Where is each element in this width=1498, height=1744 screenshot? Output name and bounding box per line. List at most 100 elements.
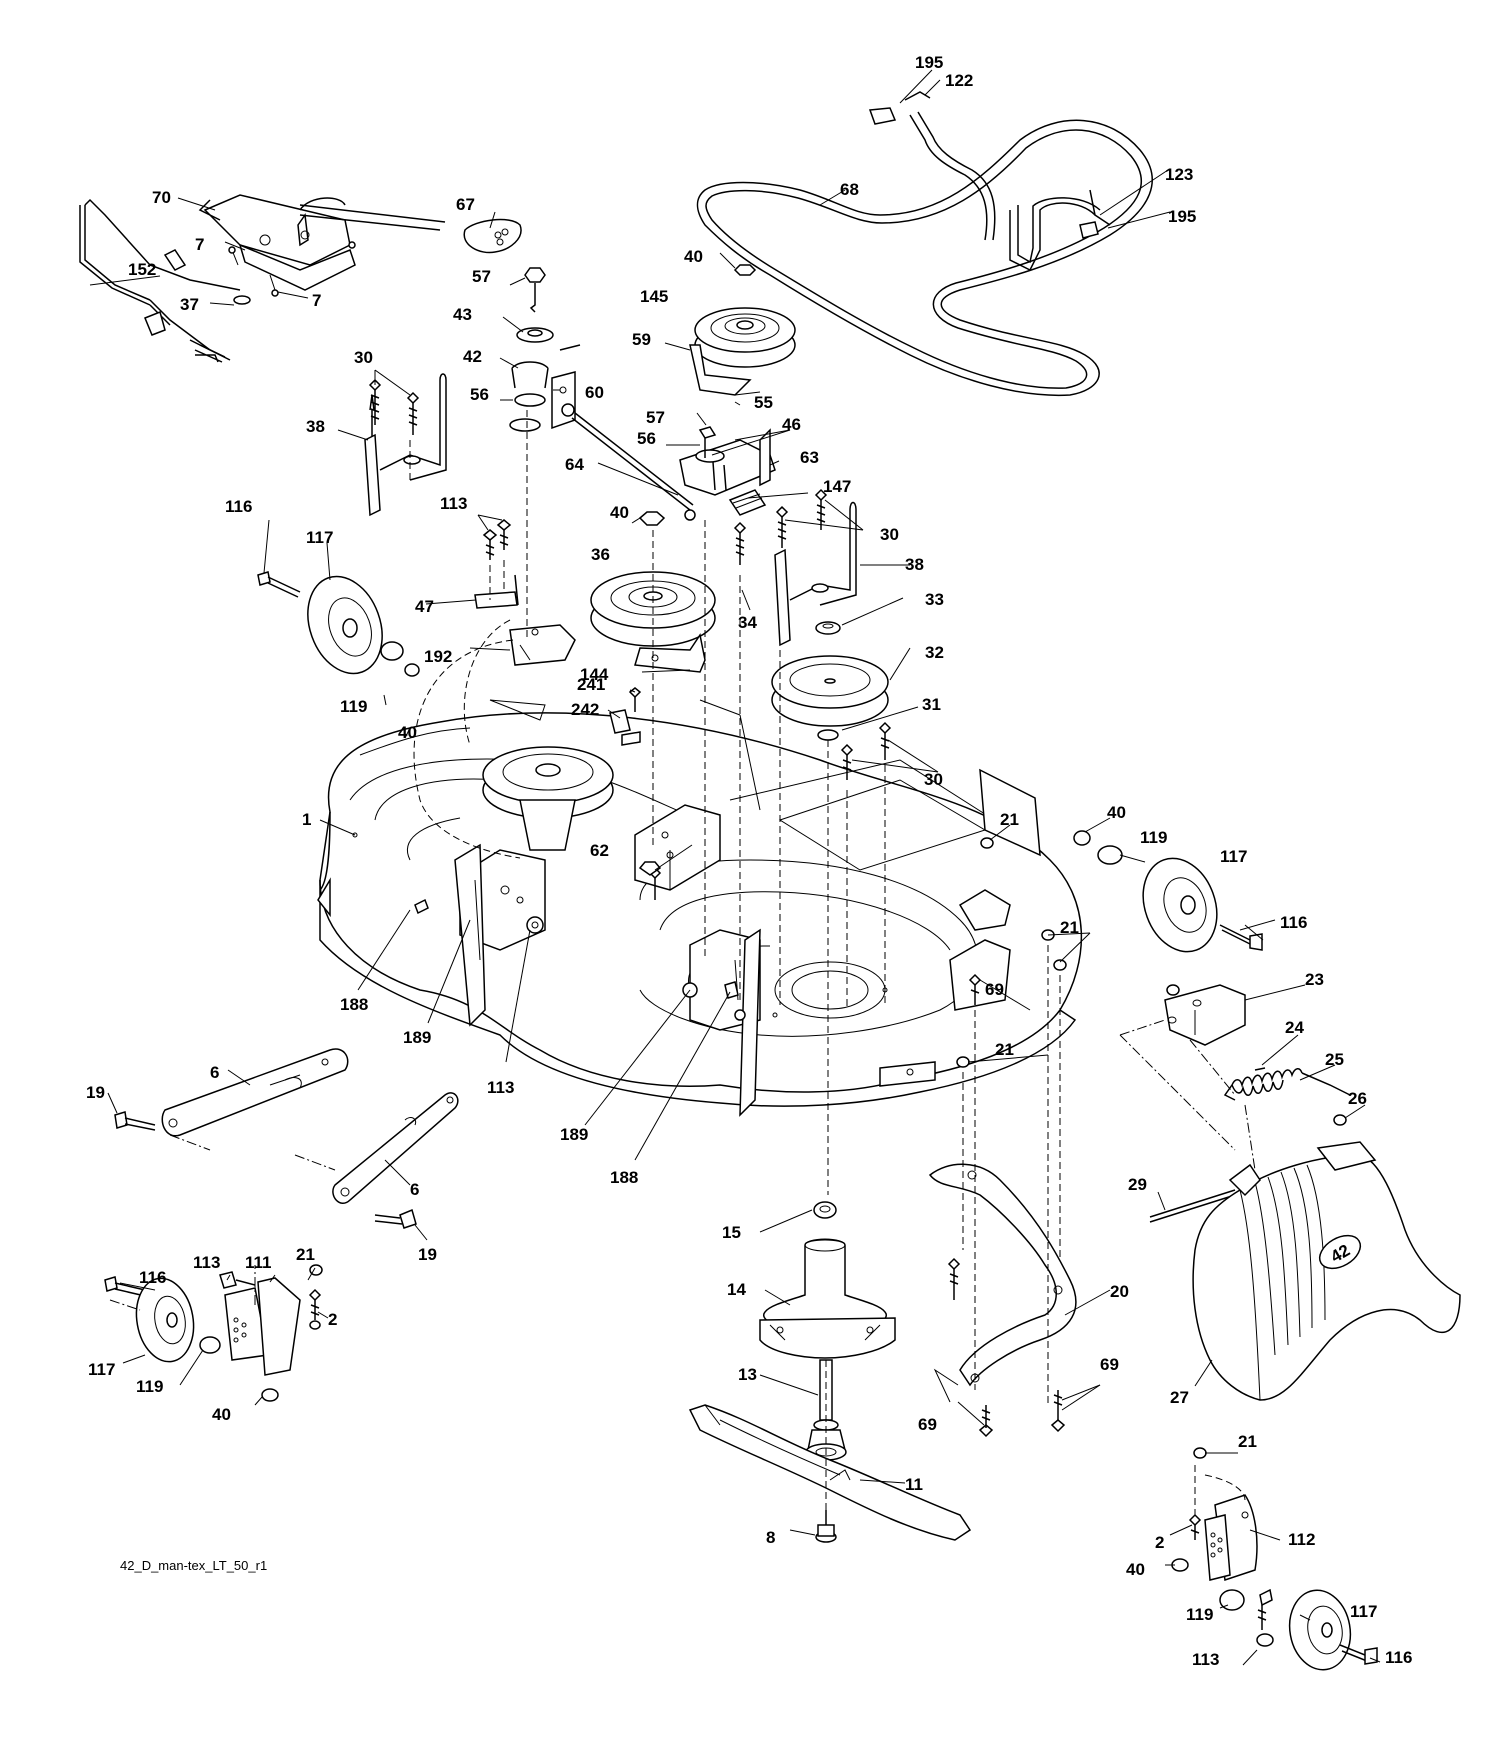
part-callout-11: 11 bbox=[905, 1475, 923, 1494]
part-callout-116: 116 bbox=[1385, 1648, 1412, 1667]
deck-spindle-pulley-left bbox=[482, 746, 614, 851]
part-callout-56: 56 bbox=[637, 429, 656, 448]
belt-guide-rods bbox=[868, 91, 1111, 272]
part-callout-40: 40 bbox=[1107, 803, 1126, 822]
part-callout-111: 111 bbox=[245, 1253, 272, 1272]
bolt-241-nut-242 bbox=[609, 687, 642, 746]
idler-arm-hardware-left bbox=[509, 267, 581, 432]
part-callout-60: 60 bbox=[585, 383, 604, 402]
deck-hanger-20 bbox=[928, 1163, 1077, 1387]
part-callout-112: 112 bbox=[1288, 1530, 1315, 1549]
part-callout-14: 14 bbox=[727, 1280, 746, 1299]
part-callout-113: 113 bbox=[193, 1253, 220, 1272]
part-callout-69: 69 bbox=[1100, 1355, 1119, 1374]
hanger-bracket-6-lower bbox=[332, 1092, 459, 1205]
part-callout-42: 42 bbox=[463, 347, 482, 366]
right-anti-scalp-bracket-38 bbox=[774, 501, 857, 647]
part-callout-25: 25 bbox=[1325, 1050, 1344, 1069]
part-callout-64: 64 bbox=[565, 455, 584, 474]
part-callout-6: 6 bbox=[410, 1180, 419, 1199]
part-callout-147: 147 bbox=[823, 477, 851, 496]
part-callout-6: 6 bbox=[210, 1063, 219, 1082]
part-callout-195: 195 bbox=[1168, 207, 1196, 226]
bracket-47-192 bbox=[474, 519, 576, 666]
part-callout-113: 113 bbox=[440, 494, 467, 513]
idler-arm-63 bbox=[679, 426, 776, 521]
part-callout-119: 119 bbox=[340, 697, 367, 716]
part-callout-117: 117 bbox=[1220, 847, 1247, 866]
wheel-left-lower bbox=[104, 1271, 322, 1402]
wheel-left-upper bbox=[257, 571, 420, 677]
control-linkage-assembly bbox=[79, 194, 446, 363]
deflector-bracket-23 bbox=[1164, 984, 1246, 1046]
part-callout-34: 34 bbox=[738, 613, 757, 632]
part-callout-242: 242 bbox=[571, 700, 599, 719]
part-callout-116: 116 bbox=[139, 1268, 166, 1287]
spindle-assembly bbox=[759, 1201, 896, 1461]
part-callout-30: 30 bbox=[880, 525, 899, 544]
rod-29 bbox=[1149, 1189, 1236, 1223]
part-callout-21: 21 bbox=[1238, 1432, 1257, 1451]
part-callout-116: 116 bbox=[225, 497, 252, 516]
part-callout-38: 38 bbox=[306, 417, 325, 436]
part-callout-15: 15 bbox=[722, 1223, 741, 1242]
part-callout-13: 13 bbox=[738, 1365, 757, 1384]
part-callout-19: 19 bbox=[86, 1083, 105, 1102]
part-callout-21: 21 bbox=[995, 1040, 1014, 1059]
part-callout-31: 31 bbox=[922, 695, 941, 714]
part-callout-21: 21 bbox=[296, 1245, 315, 1264]
blade-bolt-8 bbox=[815, 1510, 837, 1543]
part-callout-40: 40 bbox=[1126, 1560, 1145, 1579]
part-callout-188: 188 bbox=[610, 1168, 638, 1187]
part-callout-2: 2 bbox=[1155, 1533, 1164, 1552]
part-callout-40: 40 bbox=[684, 247, 703, 266]
part-callout-47: 47 bbox=[415, 597, 434, 616]
part-callout-29: 29 bbox=[1128, 1175, 1147, 1194]
part-callout-144: 144 bbox=[580, 665, 609, 684]
part-callout-33: 33 bbox=[925, 590, 944, 609]
discharge-chute-27: 42 bbox=[1192, 1141, 1461, 1401]
mower-blade-11 bbox=[688, 1404, 972, 1541]
part-callout-20: 20 bbox=[1110, 1282, 1129, 1301]
nuts-21 bbox=[309, 837, 1207, 1459]
part-callout-19: 19 bbox=[418, 1245, 437, 1264]
drive-belt bbox=[696, 119, 1153, 397]
part-callout-2: 2 bbox=[328, 1310, 337, 1329]
deck-hanger-bracket-right bbox=[949, 889, 1011, 1011]
pulley-32-assembly bbox=[771, 621, 892, 780]
part-callout-57: 57 bbox=[646, 408, 665, 427]
part-callout-113: 113 bbox=[1192, 1650, 1219, 1669]
bolts-19 bbox=[114, 1111, 417, 1229]
part-callout-68: 68 bbox=[840, 180, 859, 199]
drawing-reference-caption: 42_D_man-tex_LT_50_r1 bbox=[120, 1558, 267, 1573]
part-callout-123: 123 bbox=[1165, 165, 1193, 184]
part-callout-56: 56 bbox=[470, 385, 489, 404]
part-callout-59: 59 bbox=[632, 330, 651, 349]
part-callout-116: 116 bbox=[1280, 913, 1307, 932]
part-callout-7: 7 bbox=[195, 235, 204, 254]
idler-bracket-59 bbox=[689, 344, 761, 396]
part-callout-32: 32 bbox=[925, 643, 944, 662]
hardware-62-188 bbox=[638, 861, 739, 999]
part-callout-21: 21 bbox=[1060, 918, 1079, 937]
part-callout-195: 195 bbox=[915, 53, 943, 72]
part-callout-21: 21 bbox=[1000, 810, 1019, 829]
part-callout-7: 7 bbox=[312, 291, 321, 310]
washer-26 bbox=[1333, 1114, 1347, 1126]
pedal-pad bbox=[463, 218, 522, 254]
wheel-right-lower bbox=[1171, 1494, 1378, 1671]
part-callout-119: 119 bbox=[1186, 1605, 1213, 1624]
part-callout-113: 113 bbox=[487, 1078, 514, 1097]
part-callout-117: 117 bbox=[1350, 1602, 1377, 1621]
part-callout-69: 69 bbox=[985, 980, 1004, 999]
part-callout-67: 67 bbox=[456, 195, 475, 214]
assembly-lines bbox=[109, 410, 1256, 1525]
part-callout-55: 55 bbox=[754, 393, 773, 412]
part-callout-189: 189 bbox=[403, 1028, 431, 1047]
part-callout-8: 8 bbox=[766, 1528, 775, 1547]
part-callout-40: 40 bbox=[610, 503, 629, 522]
part-callout-37: 37 bbox=[180, 295, 199, 314]
part-callout-57: 57 bbox=[472, 267, 491, 286]
part-callout-119: 119 bbox=[136, 1377, 163, 1396]
